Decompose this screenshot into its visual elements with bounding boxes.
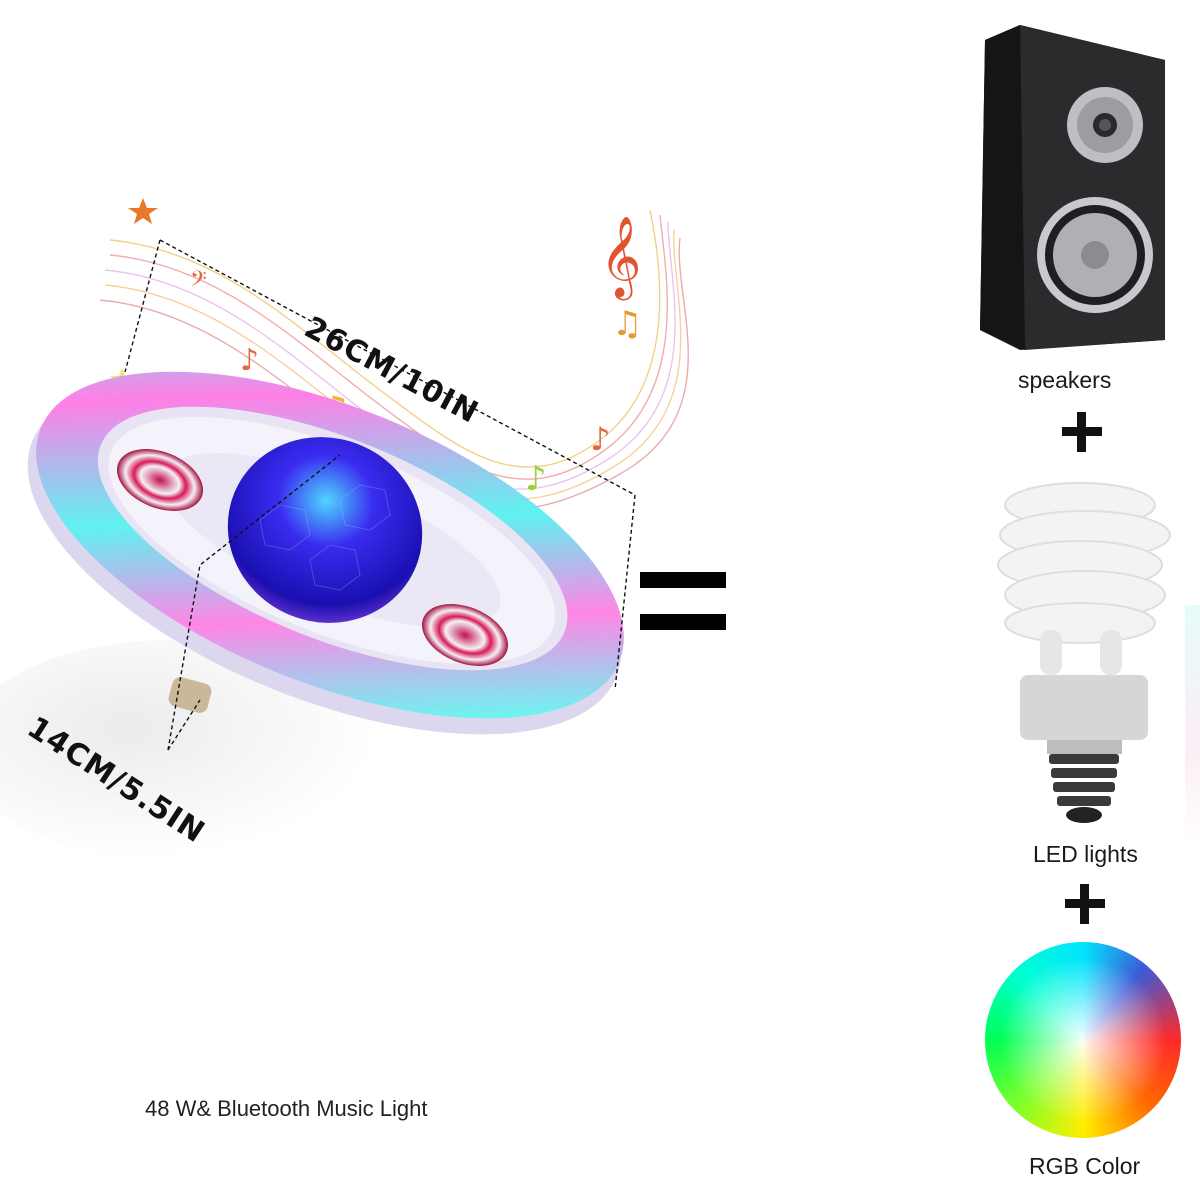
- dimension-lines: [124, 239, 636, 751]
- speakers-label: speakers: [1018, 367, 1112, 393]
- product-caption: 48 W& Bluetooth Music Light: [145, 1096, 428, 1121]
- svg-text:𝄢: 𝄢: [190, 267, 207, 297]
- bulb-icon: [997, 482, 1171, 823]
- lamp-screw-base: [168, 677, 212, 713]
- lamp-speaker-left: [116, 449, 204, 511]
- speaker-icon: [980, 25, 1165, 350]
- lamp-speaker-right: [421, 604, 509, 666]
- edge-color-fragment: [1185, 605, 1200, 845]
- lamp-crystal-dome: [227, 437, 423, 623]
- led-lights-label: LED lights: [1033, 841, 1138, 867]
- ufo-music-light-illustration: 𝄞 ♫ ♪ ♫ ♩ ♪ ♪ 𝄢: [27, 198, 689, 751]
- svg-text:♪: ♪: [590, 420, 610, 458]
- rgb-color-label: RGB Color: [1029, 1153, 1141, 1179]
- svg-text:𝄞: 𝄞: [600, 215, 641, 300]
- plus-sign: [1065, 884, 1105, 924]
- plus-sign: [1062, 412, 1102, 452]
- equals-sign: [640, 572, 726, 630]
- svg-text:♪: ♪: [240, 343, 259, 378]
- svg-text:♫: ♫: [612, 304, 642, 344]
- color-wheel-icon: [985, 942, 1181, 1138]
- svg-text:♪: ♪: [525, 459, 547, 499]
- star-decoration: [128, 198, 158, 224]
